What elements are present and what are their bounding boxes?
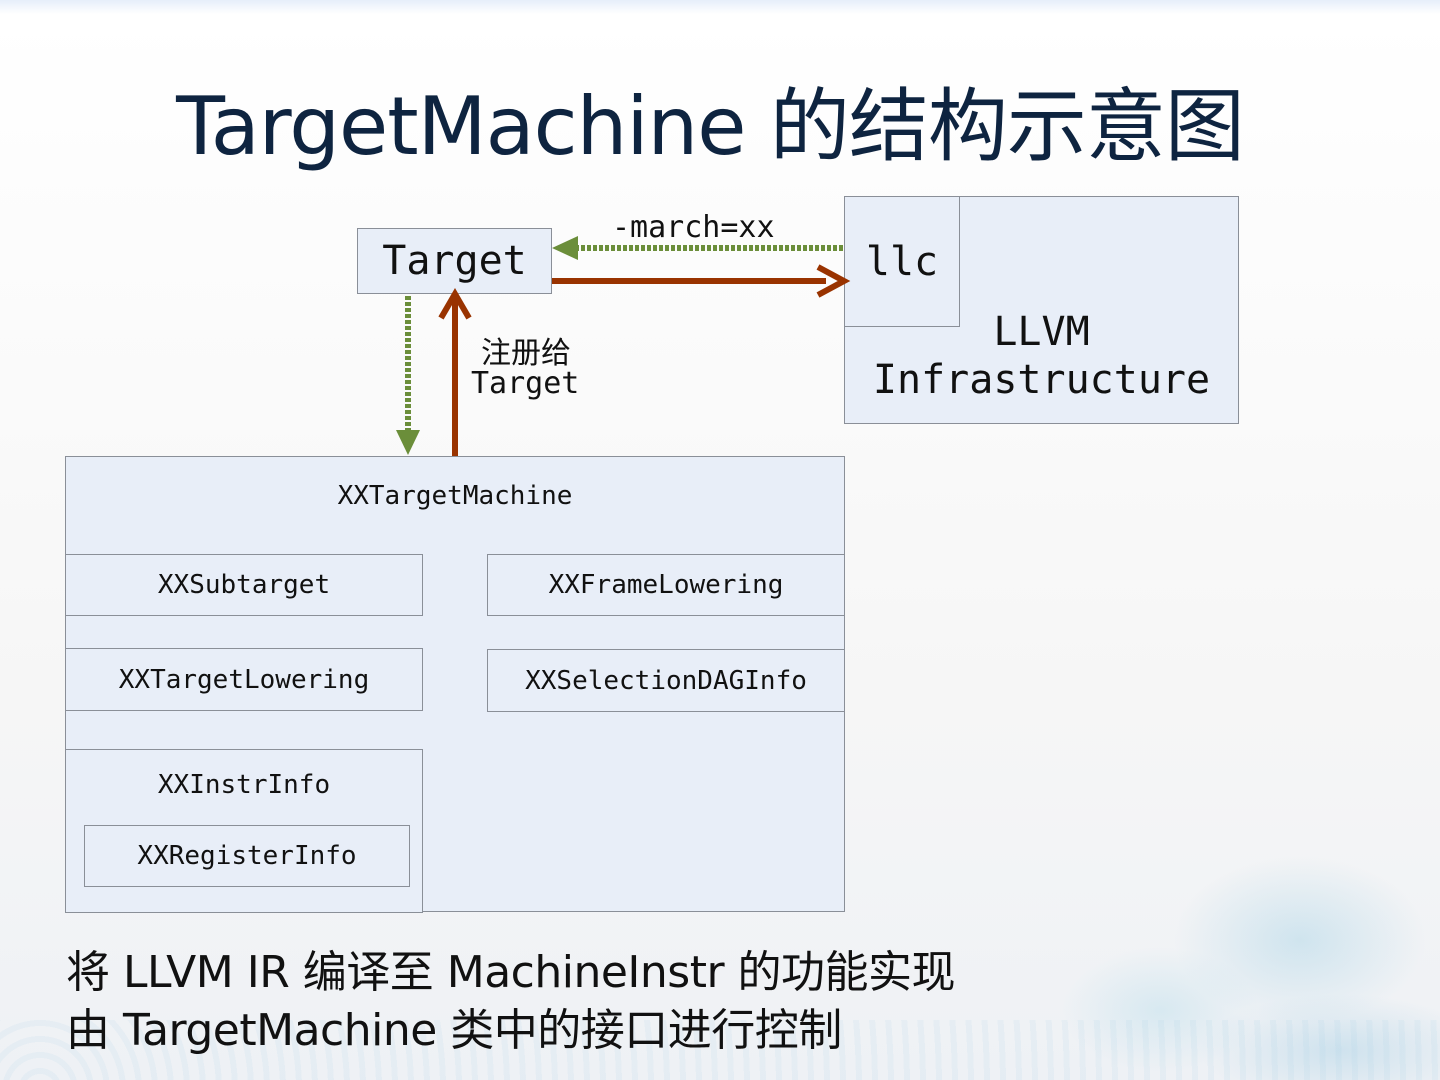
- register-info-box: XXRegisterInfo: [84, 825, 410, 887]
- instr-info-box: XXInstrInfo XXRegisterInfo: [65, 749, 423, 913]
- bottom-text-line2: 由 TargetMachine 类中的接口进行控制: [66, 1005, 842, 1056]
- subtarget-box: XXSubtarget: [65, 554, 423, 616]
- llvm-infra-label-line2: Infrastructure: [872, 357, 1211, 403]
- register-label-line1: 注册给: [481, 336, 571, 371]
- background-dragon-decoration: [980, 760, 1440, 1080]
- march-arrowhead: [552, 236, 578, 260]
- target-label: Target: [382, 238, 527, 284]
- selection-dag-info-box: XXSelectionDAGInfo: [487, 649, 845, 712]
- llc-box: llc: [844, 196, 960, 327]
- register-label-line2: Target: [471, 366, 580, 401]
- target-box: Target: [357, 228, 552, 294]
- target-lowering-box: XXTargetLowering: [65, 648, 423, 711]
- target-machine-box: XXTargetMachine XXSubtarget XXFrameLower…: [65, 456, 845, 913]
- register-info-label: XXRegisterInfo: [137, 841, 357, 871]
- target-machine-label: XXTargetMachine: [337, 481, 573, 511]
- slide-title: TargetMachine 的结构示意图: [176, 80, 1245, 173]
- background-wave-decoration: [0, 1020, 1440, 1080]
- frame-lowering-box: XXFrameLowering: [487, 554, 845, 616]
- frame-lowering-label: XXFrameLowering: [548, 570, 784, 600]
- target-to-tm-arrowhead: [396, 430, 420, 455]
- register-arrowhead: [438, 288, 472, 320]
- subtarget-label: XXSubtarget: [157, 570, 331, 600]
- instr-info-label: XXInstrInfo: [157, 770, 331, 800]
- bottom-text-line1: 将 LLVM IR 编译至 MachineInstr 的功能实现: [66, 947, 956, 998]
- march-label: -march=xx: [612, 210, 775, 245]
- selection-dag-info-label: XXSelectionDAGInfo: [525, 665, 807, 696]
- llvm-infra-label-line1: LLVM: [993, 309, 1090, 355]
- llc-label: llc: [865, 238, 939, 285]
- target-to-llc-arrowhead: [816, 264, 851, 298]
- target-lowering-label: XXTargetLowering: [118, 664, 370, 695]
- llvm-infrastructure-box: llc LLVM Infrastructure: [844, 196, 1239, 424]
